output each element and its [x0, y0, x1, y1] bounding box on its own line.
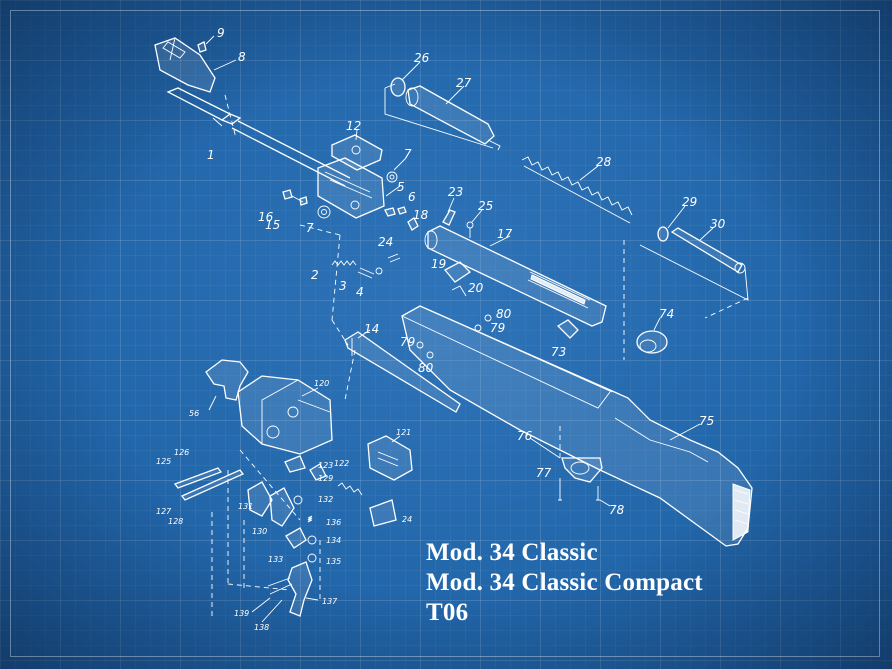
blueprint-frame [10, 10, 880, 657]
label-part-15: 15 [265, 218, 280, 232]
trigger [287, 561, 313, 617]
leader-lines [205, 35, 714, 623]
label-part-2: 2 [311, 268, 319, 282]
label-part-12: 12 [346, 119, 361, 133]
model-title-line-3: T06 [426, 599, 469, 626]
label-part-137: 137 [322, 597, 338, 606]
label-part-74: 74 [659, 307, 674, 321]
model-title-block: Mod. 34 Classic Mod. 34 Classic Compact … [426, 538, 703, 628]
trigger-housing [237, 375, 333, 455]
label-part-23: 23 [448, 185, 463, 199]
label-part-14: 14 [364, 322, 379, 336]
label-part-126: 126 [174, 448, 189, 457]
label-part-7b: 7 [306, 221, 314, 235]
label-part-134: 134 [326, 536, 341, 545]
label-part-80a: 80 [496, 307, 512, 321]
label-part-5: 5 [397, 180, 405, 194]
label-part-129: 129 [318, 474, 333, 483]
breech-block [317, 157, 385, 219]
label-part-25: 25 [478, 199, 493, 213]
label-part-133: 133 [268, 555, 283, 564]
label-part-139: 139 [234, 609, 249, 618]
label-part-124: 24 [402, 515, 412, 524]
label-part-80b: 80 [418, 361, 434, 375]
label-part-79a: 79 [490, 321, 505, 335]
model-title-line-1: Mod. 34 Classic [426, 539, 598, 566]
label-part-29: 29 [682, 195, 697, 209]
label-part-136: 136 [326, 518, 341, 527]
label-part-19: 19 [431, 257, 446, 271]
label-part-128: 128 [168, 517, 183, 526]
label-part-24: 24 [378, 235, 393, 249]
label-part-27: 27 [456, 76, 472, 90]
label-part-18: 18 [413, 208, 429, 222]
label-part-1: 1 [207, 148, 215, 162]
label-part-30: 30 [710, 217, 726, 231]
label-part-6: 6 [408, 190, 416, 204]
stock-assembly [344, 305, 753, 547]
label-part-26: 26 [414, 51, 430, 65]
label-part-17: 17 [497, 227, 513, 241]
compression-assembly [384, 77, 749, 360]
label-part-16: 16 [258, 210, 274, 224]
label-part-4: 4 [356, 285, 364, 299]
label-part-20: 20 [468, 281, 484, 295]
label-part-122: 122 [334, 459, 349, 468]
label-part-135: 135 [326, 557, 341, 566]
model-title-line-2: Mod. 34 Classic Compact [426, 569, 703, 596]
label-part-75: 75 [699, 414, 714, 428]
label-part-78: 78 [609, 503, 625, 517]
label-part-9: 9 [217, 26, 225, 40]
rear-sight [331, 134, 383, 171]
label-part-77: 77 [536, 466, 552, 480]
label-part-3: 3 [339, 279, 347, 293]
label-part-7a: 7 [404, 147, 412, 161]
barrel-assembly [154, 37, 407, 346]
part-numbers: 1 2 3 4 5 6 7 7 8 9 12 14 15 16 17 18 19… [156, 26, 726, 632]
label-part-132: 132 [318, 495, 333, 504]
label-part-130: 130 [252, 527, 267, 536]
label-part-120: 120 [314, 379, 329, 388]
label-part-131: 131 [238, 502, 253, 511]
label-part-125: 125 [156, 457, 171, 466]
label-part-73: 73 [551, 345, 566, 359]
label-part-138: 138 [254, 623, 269, 632]
piston [407, 85, 495, 145]
label-part-28: 28 [596, 155, 612, 169]
label-part-123: 123 [318, 461, 333, 470]
label-part-76: 76 [517, 429, 533, 443]
trigger-group [173, 359, 413, 617]
label-part-56: 56 [189, 409, 199, 418]
label-part-127: 127 [156, 507, 172, 516]
label-part-8: 8 [238, 50, 246, 64]
label-part-121: 121 [396, 428, 411, 437]
label-part-79b: 79 [400, 335, 415, 349]
